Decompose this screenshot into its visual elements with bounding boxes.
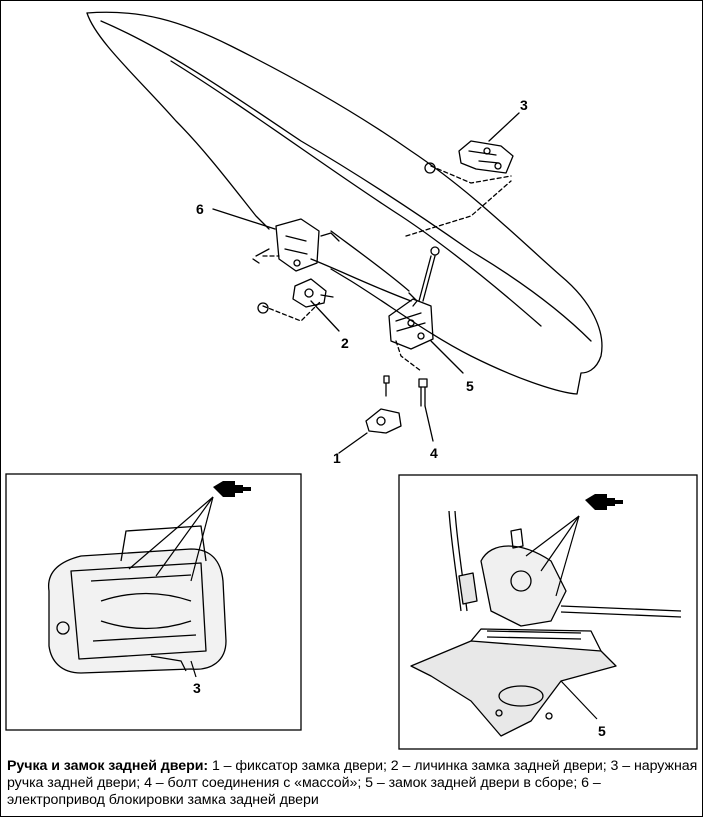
inset-right-lock xyxy=(410,510,682,737)
figure-caption: Ручка и замок задней двери: 1 – фиксатор… xyxy=(7,758,701,809)
callout-4: 4 xyxy=(430,445,438,461)
caption-text: 1 – фиксатор замка двери; 2 – личинка за… xyxy=(7,758,698,808)
callout-2: 2 xyxy=(341,335,349,351)
inset-right-leaders xyxy=(525,515,598,720)
ground-bolt-part xyxy=(418,378,428,407)
callout-inset-right-5: 5 xyxy=(598,723,606,739)
callout-3: 3 xyxy=(520,97,528,113)
inset-left-frame xyxy=(5,473,302,731)
tailgate-panel xyxy=(86,11,603,395)
door-striker-part xyxy=(365,375,402,434)
inset-left-leaders xyxy=(128,496,214,678)
outer-handle-part xyxy=(424,140,514,174)
caption-title: Ручка и замок задней двери: xyxy=(7,758,209,774)
callout-5: 5 xyxy=(466,378,474,394)
inset-left-handle xyxy=(48,525,227,674)
callout-1: 1 xyxy=(333,450,341,466)
lock-assembly-part xyxy=(388,292,434,350)
callout-6: 6 xyxy=(196,201,204,217)
oil-can-icon xyxy=(585,494,623,510)
callout-inset-left-3: 3 xyxy=(193,680,201,696)
lock-cylinder-part xyxy=(257,278,334,314)
oil-can-icon xyxy=(213,481,251,497)
lock-actuator-part xyxy=(252,218,340,272)
inset-right-frame xyxy=(398,474,698,750)
